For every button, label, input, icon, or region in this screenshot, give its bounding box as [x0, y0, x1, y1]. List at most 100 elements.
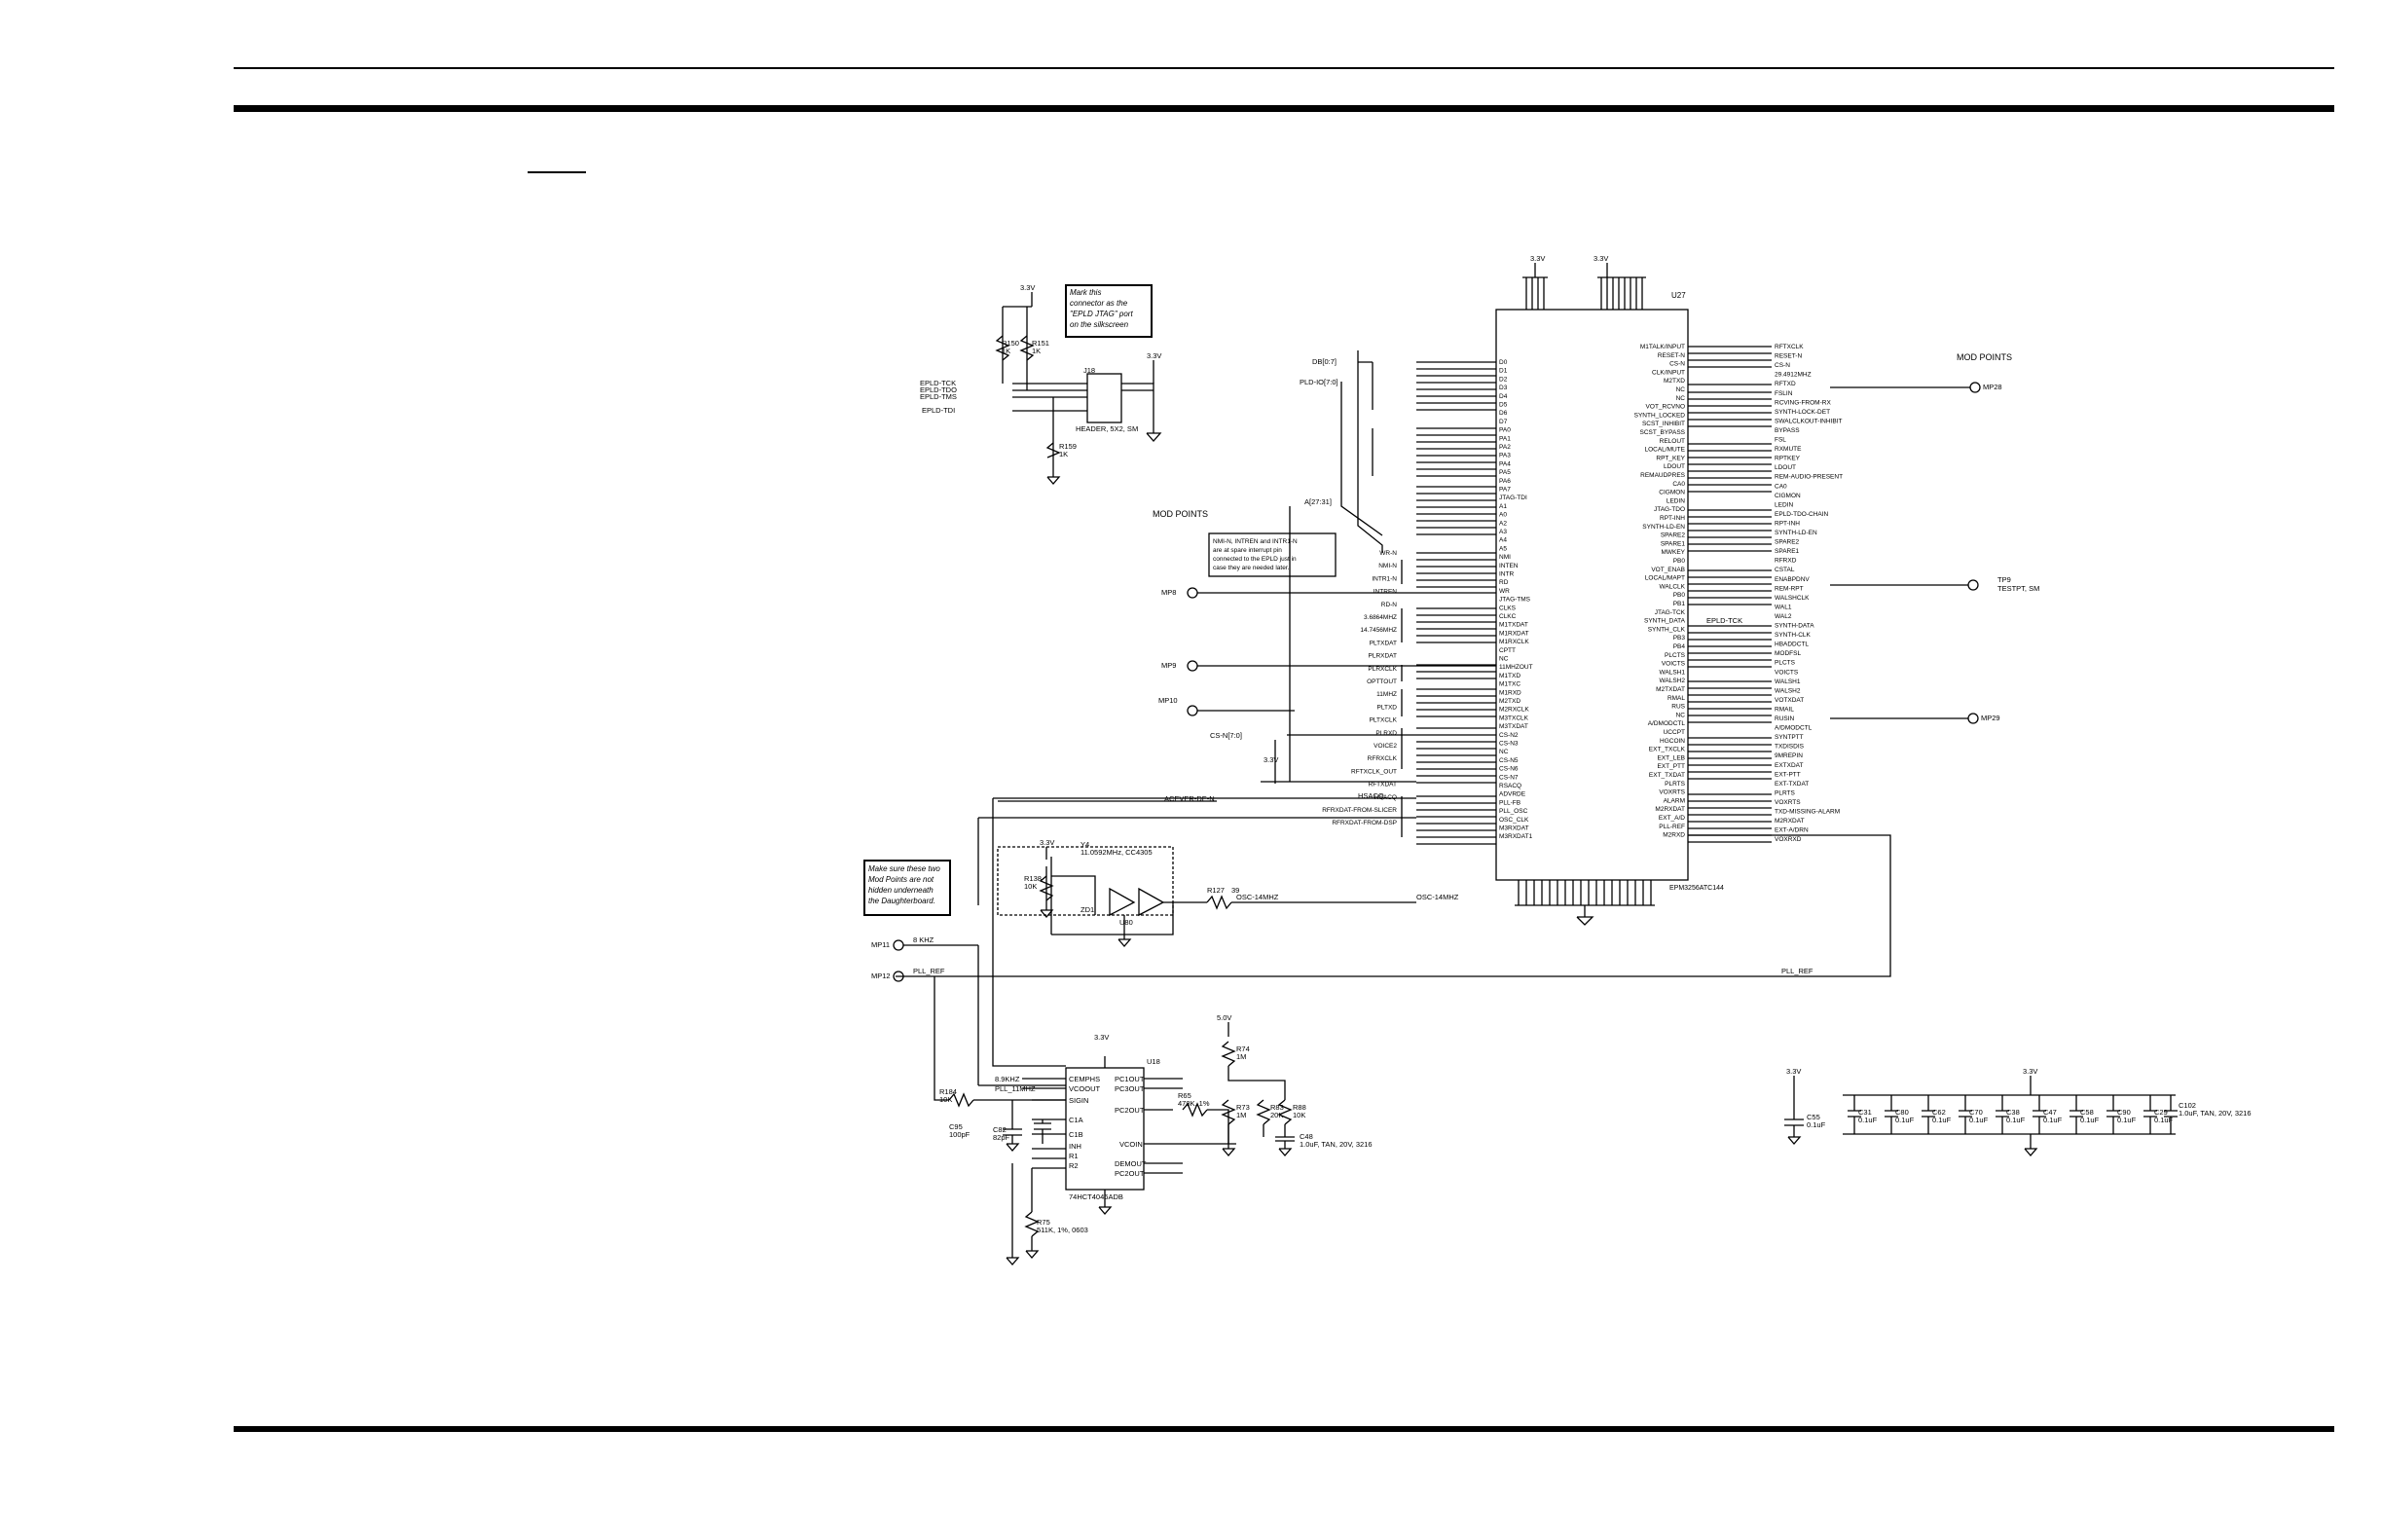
interrupt-note-line-1: NMI-N, INTREN and INTR1-N	[1213, 538, 1298, 545]
r159-ref: R159	[1059, 442, 1077, 451]
epld-right-output-label-15: CA0	[1775, 483, 1787, 490]
epld-left-pin-label-21: A4	[1499, 537, 1507, 544]
epld-left-pin-label-19: A2	[1499, 520, 1507, 527]
epld-left-pin-label-30: CLKC	[1499, 613, 1517, 620]
epld-left-pin-label-13: PA5	[1499, 469, 1511, 476]
mp8-label: MP8	[1161, 588, 1176, 597]
cap-c29-val: 0.1uF	[2154, 1116, 2174, 1124]
net-acever: ACEVER-DE-N	[1164, 794, 1215, 803]
epld-left-pin-label-29: CLKS	[1499, 605, 1517, 611]
mod-points-right-heading: MOD POINTS	[1957, 352, 2012, 362]
epld-right-output-label-8: SWALCLKOUT-INHIBIT	[1775, 418, 1842, 424]
r184-ref: R184	[939, 1087, 957, 1096]
epld-left-pin-lines	[1416, 361, 1496, 845]
bus-pld-io: PLD-IO[7:0]	[1300, 378, 1338, 386]
interrupt-note-line-2: are at spare interrupt pin	[1213, 547, 1282, 554]
r75-ref: R75	[1037, 1218, 1050, 1227]
net-osc: OSC-14MHZ	[1236, 893, 1279, 901]
epld-left-input-label-6: 14.7456MHZ	[1360, 627, 1397, 634]
epld-right-pin-label-51: PLRTS	[1665, 781, 1685, 788]
epld-left-pin-label-10: PA2	[1499, 444, 1511, 451]
epld-left-input-label-10: OPTTOUT	[1367, 678, 1397, 685]
epld-right-output-label-52: EXT-A/DRN	[1775, 827, 1809, 834]
epld-right-output-label-22: SPARE1	[1775, 548, 1800, 555]
jtag-note-line-3: "EPLD JTAG" port	[1070, 310, 1133, 318]
epld-left-pin-label-18: A0	[1499, 512, 1507, 519]
epld-right-output-label-26: REM-RPT	[1775, 585, 1804, 592]
epld-left-pin-label-50: RSACQ	[1499, 783, 1521, 789]
jtag-note-line-4: on the silkscreen	[1070, 320, 1129, 329]
epld-right-output-label-23: RFRXD	[1775, 558, 1797, 565]
header-sig-tdi: EPLD-TDI	[922, 406, 955, 415]
bus-cs-n: CS-N[7:0]	[1210, 731, 1242, 740]
header-sig-tms: EPLD-TMS	[920, 392, 957, 401]
epld-right-pin-label-37: VOICTS	[1662, 661, 1686, 668]
cap-c80-ref: C80	[1895, 1108, 1909, 1117]
section-underline	[528, 171, 586, 173]
epld-left-pin-label-22: A5	[1499, 545, 1507, 552]
pll-pin-pc3out: PC3OUT	[1115, 1084, 1145, 1093]
epld-right-output-label-50: TXD-MISSING-ALARM	[1775, 809, 1840, 816]
pll-net-in-2: PLL_11MHZ	[995, 1084, 1036, 1093]
epld-left-pin-label-42: M3TXCLK	[1499, 715, 1529, 721]
epld-right-pin-label-33: SYNTH_CLK	[1648, 626, 1686, 633]
epld-right-output-label-9: BYPASS	[1775, 427, 1800, 434]
header-rule-thick	[234, 105, 2334, 112]
epld-right-pin-label-19: JTAG-TDO	[1654, 506, 1685, 513]
r88-val: 10K	[1293, 1111, 1305, 1119]
epld-right-pin-label-41: RMAL	[1667, 695, 1685, 702]
epld-right-output-label-32: HBADDCTL	[1775, 642, 1809, 648]
epld-right-output-label-28: WAL1	[1775, 604, 1792, 610]
cap-c29-ref: C29	[2154, 1108, 2168, 1117]
cap-c31-ref: C31	[1858, 1108, 1872, 1117]
epld-left-input-label-21: RFRXDAT-FROM-DSP	[1332, 820, 1397, 826]
epld-left-input-label-0: WR-N	[1379, 550, 1397, 557]
epld-right-output-label-43: TXDISDIS	[1775, 744, 1805, 751]
net-osc-right: OSC-14MHZ	[1416, 893, 1459, 901]
epld-right-pin-label-55: EXT_A/D	[1659, 815, 1685, 822]
r74-val: 1M	[1236, 1052, 1246, 1061]
epld-right-output-label-7: SYNTH-LOCK-DET	[1775, 409, 1830, 416]
epld-right-pin-label-56: PLL-REF	[1659, 824, 1685, 830]
epld-left-pin-label-16: JTAG-TDI	[1499, 495, 1527, 501]
epld-right-output-label-20: SYNTH-LD-EN	[1775, 530, 1817, 536]
epld-right-output-label-36: WALSH1	[1775, 678, 1801, 685]
epld-left-input-label-5: 3.6864MHZ	[1364, 614, 1397, 621]
net-epld-tck: EPLD-TCK	[1706, 616, 1742, 625]
epld-left-pin-label-47: CS-N5	[1499, 757, 1519, 764]
epld-right-output-label-16: CIGMON	[1775, 493, 1801, 499]
epld-left-pin-label-11: PA3	[1499, 453, 1511, 459]
epld-right-output-label-48: PLRTS	[1775, 789, 1795, 796]
mp29-label: MP29	[1981, 714, 2000, 722]
epld-left-pin-label-3: D3	[1499, 385, 1508, 391]
epld-right-output-label-41: A/DMODCTL	[1775, 725, 1813, 732]
mp9-label: MP9	[1161, 661, 1176, 670]
mp12-label: MP12	[871, 972, 891, 980]
r151-val: 1K	[1032, 347, 1041, 355]
epld-right-pin-label-34: PB3	[1673, 635, 1686, 642]
c48-val: 1.0uF, TAN, 20V, 3216	[1300, 1140, 1373, 1149]
epld-left-input-label-9: PLRXCLK	[1368, 666, 1397, 673]
r150-ref: R150	[1002, 339, 1019, 348]
epld-right-pin-label-45: UCCPT	[1664, 729, 1685, 736]
epld-right-pin-label-43: NC	[1676, 712, 1686, 718]
epld-left-pin-label-20: A3	[1499, 529, 1507, 535]
epld-right-pin-label-11: RELOUT	[1660, 438, 1685, 445]
osc-y4-ref: Y4	[1081, 840, 1089, 849]
cap-c80-val: 0.1uF	[1895, 1116, 1915, 1124]
epld-left-pin-label-9: PA1	[1499, 435, 1511, 442]
epld-right-pin-label-53: ALARM	[1664, 797, 1685, 804]
osc-r127-ref: R127	[1207, 886, 1225, 895]
epld-right-output-label-49: VOXRTS	[1775, 799, 1801, 806]
cap-c102-ref: C102	[2179, 1101, 2196, 1110]
epld-left-input-label-20: RFRXDAT-FROM-SLICER	[1322, 807, 1397, 814]
epld-left-pin-label-31: M1TXDAT	[1499, 622, 1528, 629]
power-3v3-top-2: 3.3V	[1593, 254, 1608, 263]
interrupt-note-line-4: case they are needed later.	[1213, 565, 1290, 571]
epld-left-pin-label-54: OSC_CLK	[1499, 817, 1529, 824]
mp28-label: MP28	[1983, 383, 2002, 391]
r159-val: 1K	[1059, 450, 1068, 458]
bus-db: DB[0:7]	[1312, 357, 1337, 366]
epld-left-input-label-11: 11MHZ	[1376, 691, 1397, 698]
pll-pin-pc2out-b: PC2OUT	[1115, 1169, 1145, 1178]
